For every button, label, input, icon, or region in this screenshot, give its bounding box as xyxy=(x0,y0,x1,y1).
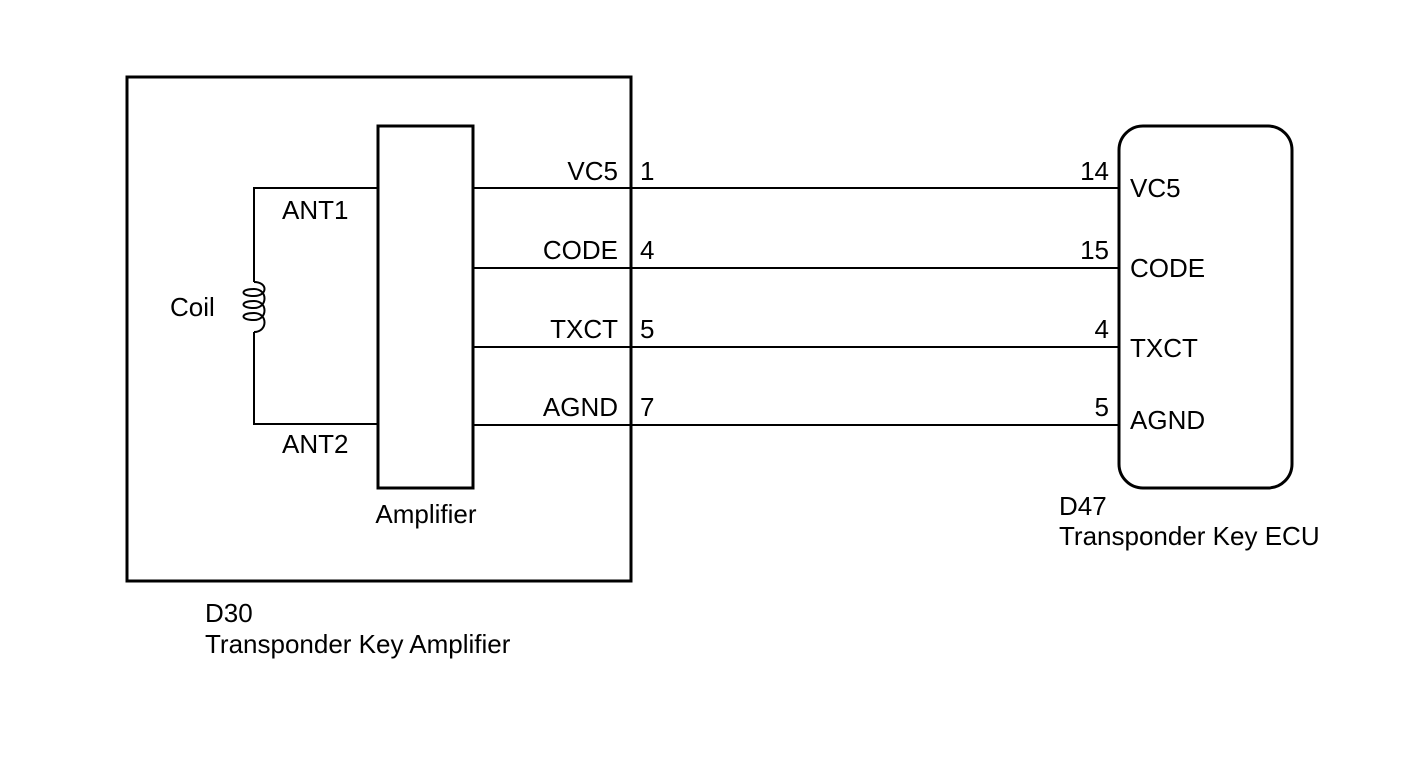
ant2-wire xyxy=(253,332,378,425)
amplifier-unit-name: Transponder Key Amplifier xyxy=(205,629,511,659)
ant1-label: ANT1 xyxy=(282,195,348,225)
ecu-pin-vc5: 14 xyxy=(1080,156,1109,186)
amplifier-block xyxy=(376,124,475,490)
amp-pin-txct: 5 xyxy=(640,314,654,344)
amplifier-unit-box xyxy=(125,75,633,583)
coil-symbol xyxy=(242,281,266,333)
ecu-signal-txct: TXCT xyxy=(1130,333,1198,363)
ant2-label: ANT2 xyxy=(282,429,348,459)
ecu-pin-agnd: 5 xyxy=(1095,392,1109,422)
ant1-wire xyxy=(253,187,378,282)
ecu-name: Transponder Key ECU xyxy=(1059,521,1320,551)
ecu-signal-vc5: VC5 xyxy=(1130,173,1181,203)
ecu-signal-agnd: AGND xyxy=(1130,405,1205,435)
ecu-connector-id: D47 xyxy=(1059,491,1107,521)
ecu-pin-code: 15 xyxy=(1080,235,1109,265)
coil-label: Coil xyxy=(170,292,215,322)
amp-pin-vc5: 1 xyxy=(640,156,654,186)
amp-signal-txct: TXCT xyxy=(550,314,618,344)
amp-signal-code: CODE xyxy=(543,235,618,265)
amp-pin-code: 4 xyxy=(640,235,654,265)
ecu-signal-code: CODE xyxy=(1130,253,1205,283)
ecu-unit-box xyxy=(1117,124,1294,490)
amp-signal-agnd: AGND xyxy=(543,392,618,422)
amp-signal-vc5: VC5 xyxy=(567,156,618,186)
ecu-pin-txct: 4 xyxy=(1095,314,1109,344)
amp-pin-agnd: 7 xyxy=(640,392,654,422)
amplifier-label: Amplifier xyxy=(375,499,476,529)
amplifier-connector-id: D30 xyxy=(205,598,253,628)
